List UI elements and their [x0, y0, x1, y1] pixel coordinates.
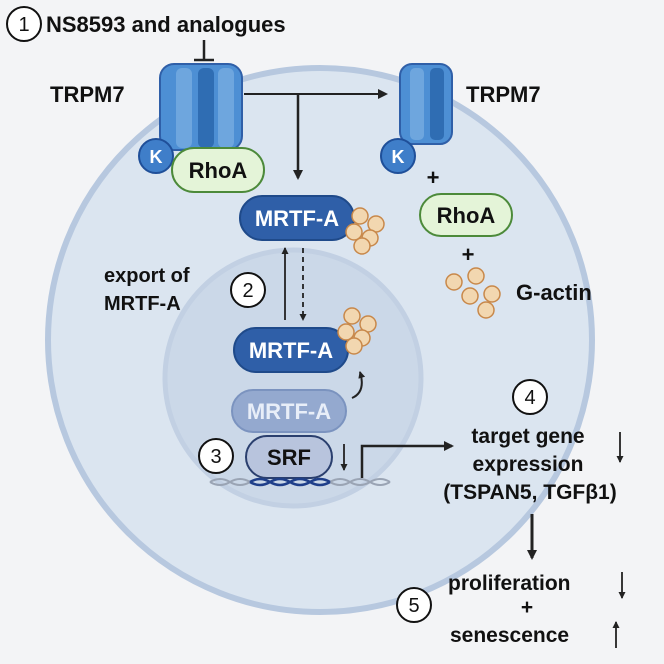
plus-3: +	[521, 596, 533, 619]
mrtfa-bound-faded: MRTF-A	[231, 389, 347, 433]
plus-1: +	[427, 165, 440, 190]
mrtfa-cytoplasm: MRTF-A	[239, 195, 355, 241]
kinase-right-label: K	[392, 147, 405, 167]
inhibitor-label: NS8593 and analogues	[46, 12, 286, 37]
trpm7-channel-left	[159, 63, 243, 151]
target-label-line2: expression	[473, 453, 584, 476]
rhoa-left: RhoA	[171, 147, 265, 193]
step-2-badge: 2	[230, 272, 266, 308]
step-number: 4	[524, 387, 535, 409]
transcription-arrow	[360, 441, 454, 478]
target-label-line1: target gene	[471, 425, 584, 448]
plus-2: +	[462, 242, 475, 267]
rhoa-right: RhoA	[419, 193, 513, 237]
mrtfa-nucleus: MRTF-A	[233, 327, 349, 373]
step-number: 1	[18, 14, 29, 36]
step-1-badge: 1	[6, 6, 42, 42]
step-4-badge: 4	[512, 379, 548, 415]
trpm7-right-label: TRPM7	[466, 82, 541, 107]
senescence-label: senescence	[450, 624, 569, 647]
step-number: 5	[408, 595, 419, 617]
mrtfa-nucleus-label: MRTF-A	[249, 338, 333, 363]
trpm7-channel-right	[399, 63, 453, 145]
export-label-line2: MRTF-A	[104, 293, 181, 315]
dna-helix	[209, 477, 391, 487]
srf: SRF	[245, 435, 333, 479]
step-number: 3	[210, 446, 221, 468]
kinase-left: K	[138, 138, 174, 174]
trpm7-left-label: TRPM7	[50, 82, 125, 107]
kinase-right: K	[380, 138, 416, 174]
kinase-left-label: K	[150, 147, 163, 167]
mrtfa-cytoplasm-label: MRTF-A	[255, 206, 339, 231]
export-label-line1: export of	[104, 265, 190, 287]
g-actin-label: G-actin	[516, 280, 592, 305]
target-label-line3: (TSPAN5, TGFβ1)	[443, 481, 616, 504]
rhoa-left-label: RhoA	[189, 158, 248, 183]
step-number: 2	[242, 280, 253, 302]
step-5-badge: 5	[396, 587, 432, 623]
proliferation-label: proliferation	[448, 572, 571, 595]
release-arrow	[351, 371, 366, 399]
srf-label: SRF	[267, 445, 311, 470]
step-3-badge: 3	[198, 438, 234, 474]
mrtfa-bound-label: MRTF-A	[247, 399, 331, 424]
rhoa-right-label: RhoA	[437, 203, 496, 228]
